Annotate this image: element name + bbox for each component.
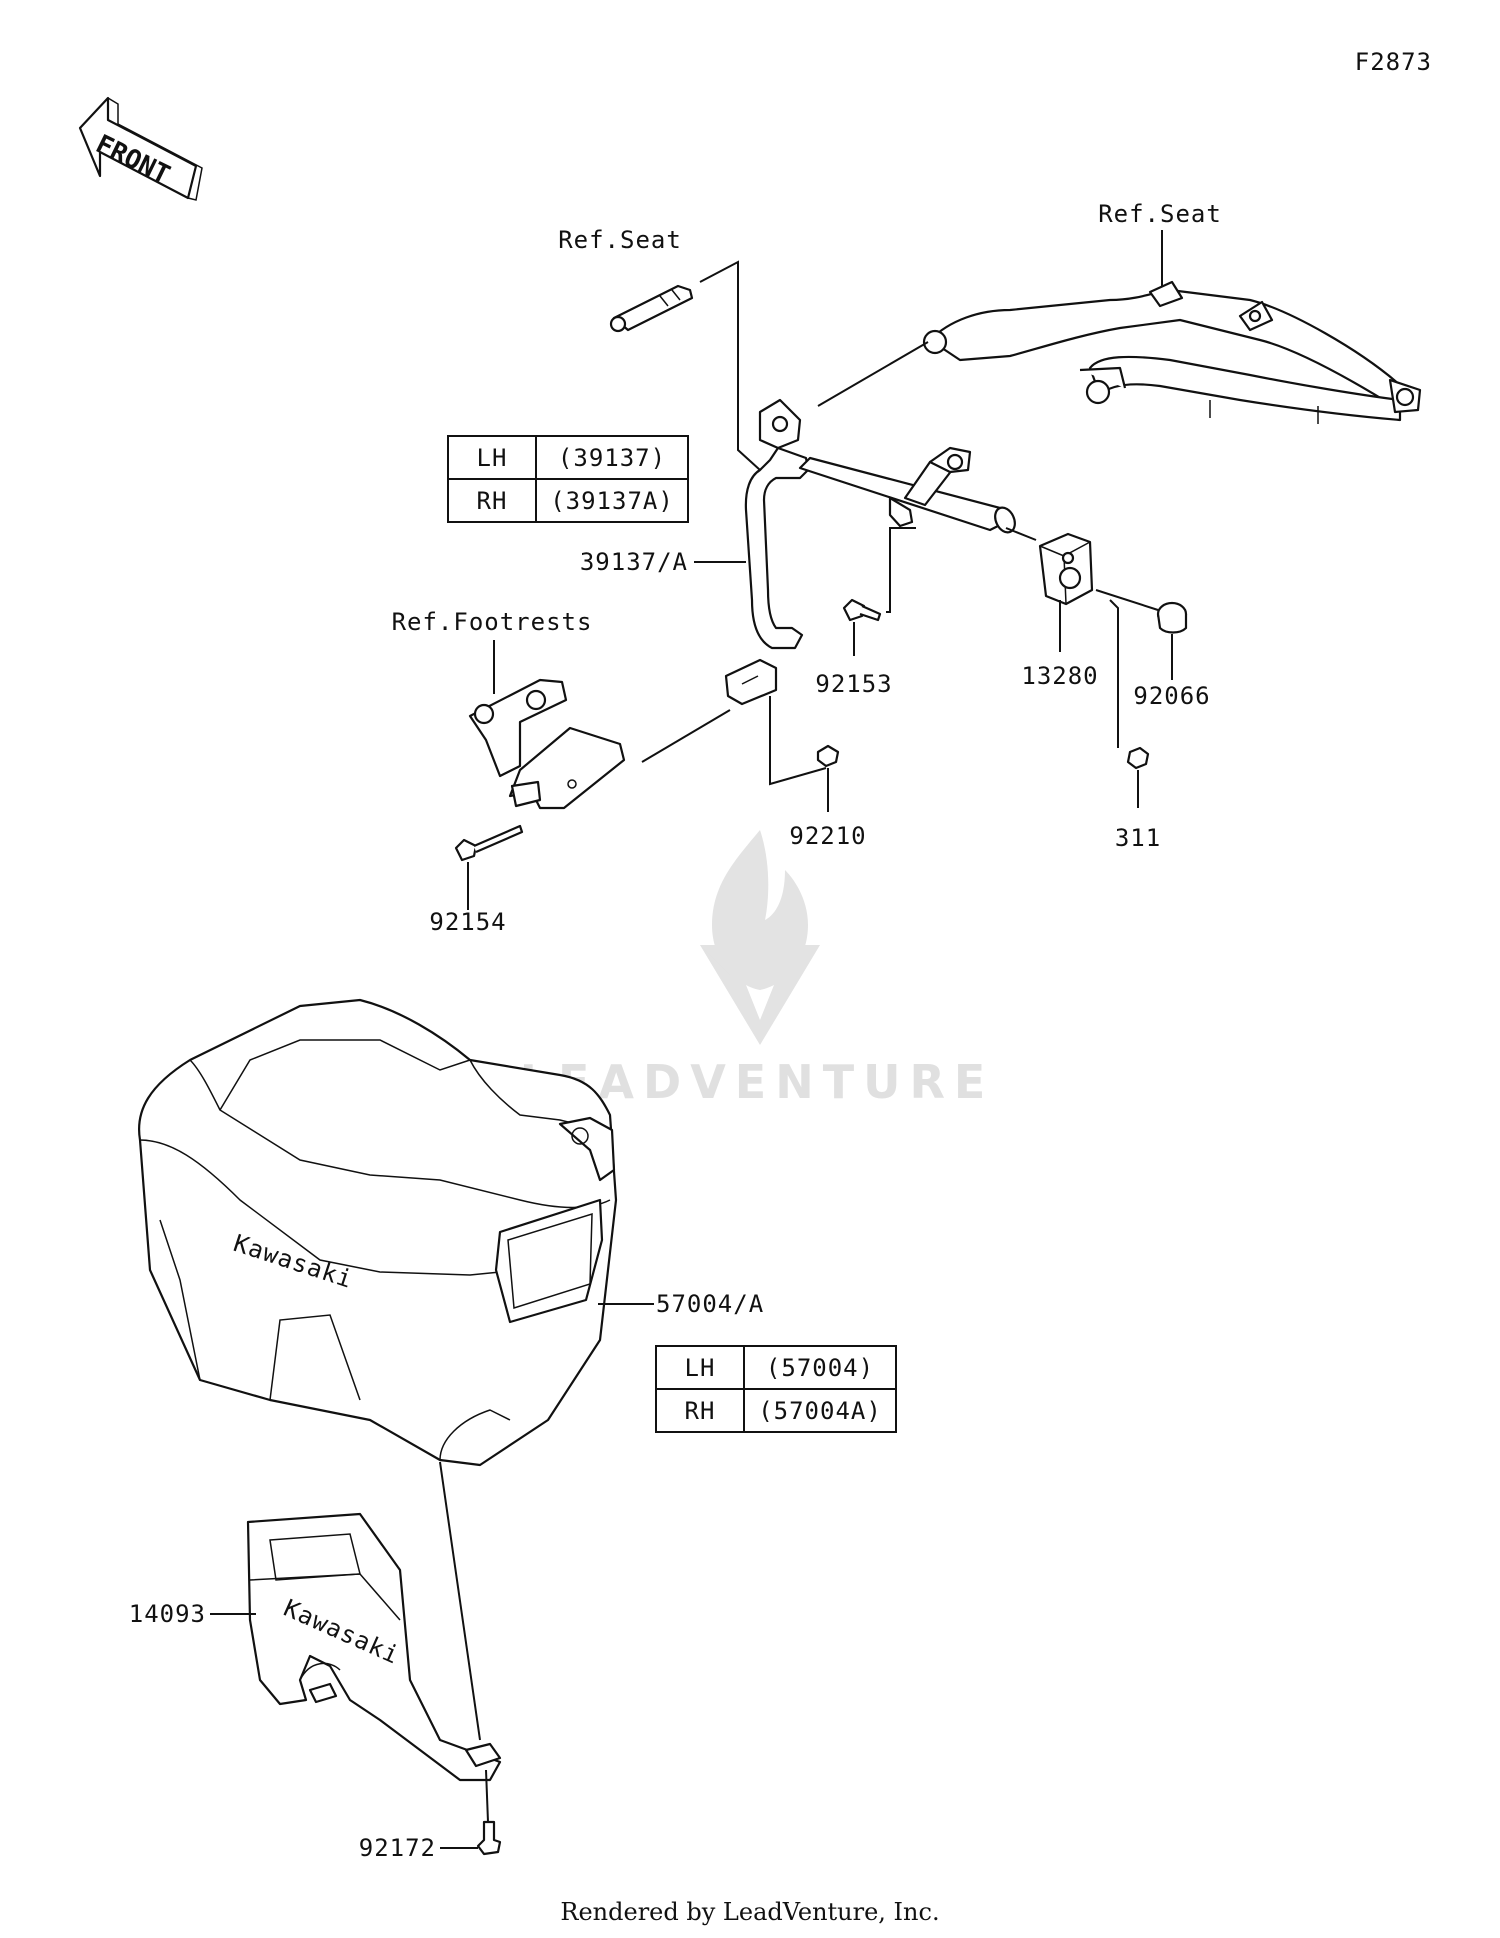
table1-rh: RH: [477, 487, 508, 515]
table-39137: LH (39137) RH (39137A): [447, 435, 689, 523]
saddlebag: [138, 998, 618, 1467]
part-14093-label: 14093: [129, 1600, 206, 1628]
footrest-bracket: [468, 678, 626, 810]
watermark-logo: [700, 830, 820, 1045]
part-92172-label: 92172: [359, 1834, 436, 1862]
leader-bag-cover: [439, 1461, 481, 1741]
nut-311: [1126, 746, 1150, 770]
seat-bolt: [609, 284, 694, 333]
table-57004: LH (57004) RH (57004A): [655, 1345, 897, 1433]
part-92066-label: 92066: [1133, 682, 1210, 710]
table1-rh-part: (39137A): [550, 487, 674, 515]
cap-92066: [1156, 601, 1188, 634]
front-arrow: FRONT: [78, 96, 203, 201]
leader-screw: [485, 1769, 489, 1823]
leader-nut-92210: [769, 696, 827, 786]
table2-lh: LH: [685, 1354, 716, 1382]
part-13280-label: 13280: [1021, 662, 1098, 690]
screw-92172: [476, 1820, 502, 1856]
clamp-13280: [1038, 532, 1094, 606]
part-92210-label: 92210: [789, 822, 866, 850]
cover-14093: [246, 1512, 502, 1782]
table1-lh: LH: [477, 444, 508, 472]
part-92154-label: 92154: [429, 908, 506, 936]
table1-lh-part: (39137): [558, 444, 666, 472]
nut-92210: [816, 744, 840, 768]
ref-seat-label-right: Ref.Seat: [1098, 200, 1222, 228]
ref-footrests-label: Ref.Footrests: [392, 608, 593, 636]
part-39137A-label: 39137/A: [580, 548, 688, 576]
table2-rh-part: (57004A): [758, 1397, 882, 1425]
part-57004A-label: 57004/A: [656, 1290, 764, 1318]
saddlebag-bracket: [724, 398, 1016, 706]
ref-seat-label-left: Ref.Seat: [558, 226, 682, 254]
footer-credit: Rendered by LeadVenture, Inc.: [560, 1898, 939, 1926]
seat-frame: [922, 280, 1422, 424]
bolt-92154: [454, 824, 524, 862]
part-311-label: 311: [1115, 824, 1161, 852]
part-92153-label: 92153: [815, 670, 892, 698]
table2-lh-part: (57004): [766, 1354, 874, 1382]
leader-seat-frame: [817, 341, 929, 407]
leader-footrest: [641, 709, 731, 763]
leader-rail-clamp: [1005, 527, 1037, 541]
leader-bolt-92153: [886, 527, 916, 613]
leader-nut: [1109, 599, 1119, 748]
bolt-92153: [842, 598, 882, 622]
figure-code: F2873: [1355, 48, 1432, 76]
table2-rh: RH: [685, 1397, 716, 1425]
leader-cap: [1095, 589, 1159, 611]
leader-ref-seat-left: [699, 260, 761, 471]
